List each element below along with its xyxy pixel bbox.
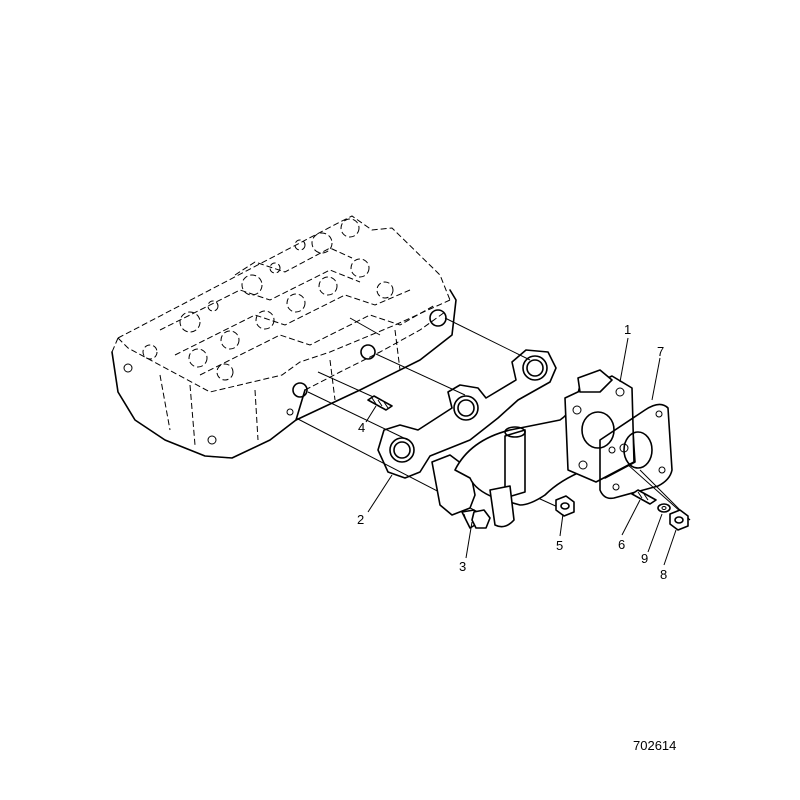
cylinder-head (111, 215, 457, 459)
outlet-gasket (599, 403, 673, 500)
stud-6 (631, 489, 657, 505)
callout-4: 4 (358, 420, 365, 435)
callout-7: 7 (657, 344, 664, 359)
callout-8: 8 (660, 567, 667, 582)
drawing-number: 702614 (633, 738, 676, 753)
callout-9: 9 (641, 551, 648, 566)
callout-5: 5 (556, 538, 563, 553)
washer-9 (657, 503, 671, 513)
callout-3: 3 (459, 559, 466, 574)
bolt-3 (461, 509, 491, 529)
callout-6: 6 (618, 537, 625, 552)
exhaust-manifold (431, 369, 636, 528)
nut-8 (669, 509, 689, 531)
stud-4 (367, 395, 393, 411)
callout-leaders (365, 337, 677, 566)
nut-5 (555, 495, 575, 517)
callout-labels: 1 2 3 4 5 6 7 8 9 (357, 322, 667, 582)
callout-1: 1 (624, 322, 631, 337)
manifold-gasket (377, 349, 557, 479)
callout-2: 2 (357, 512, 364, 527)
